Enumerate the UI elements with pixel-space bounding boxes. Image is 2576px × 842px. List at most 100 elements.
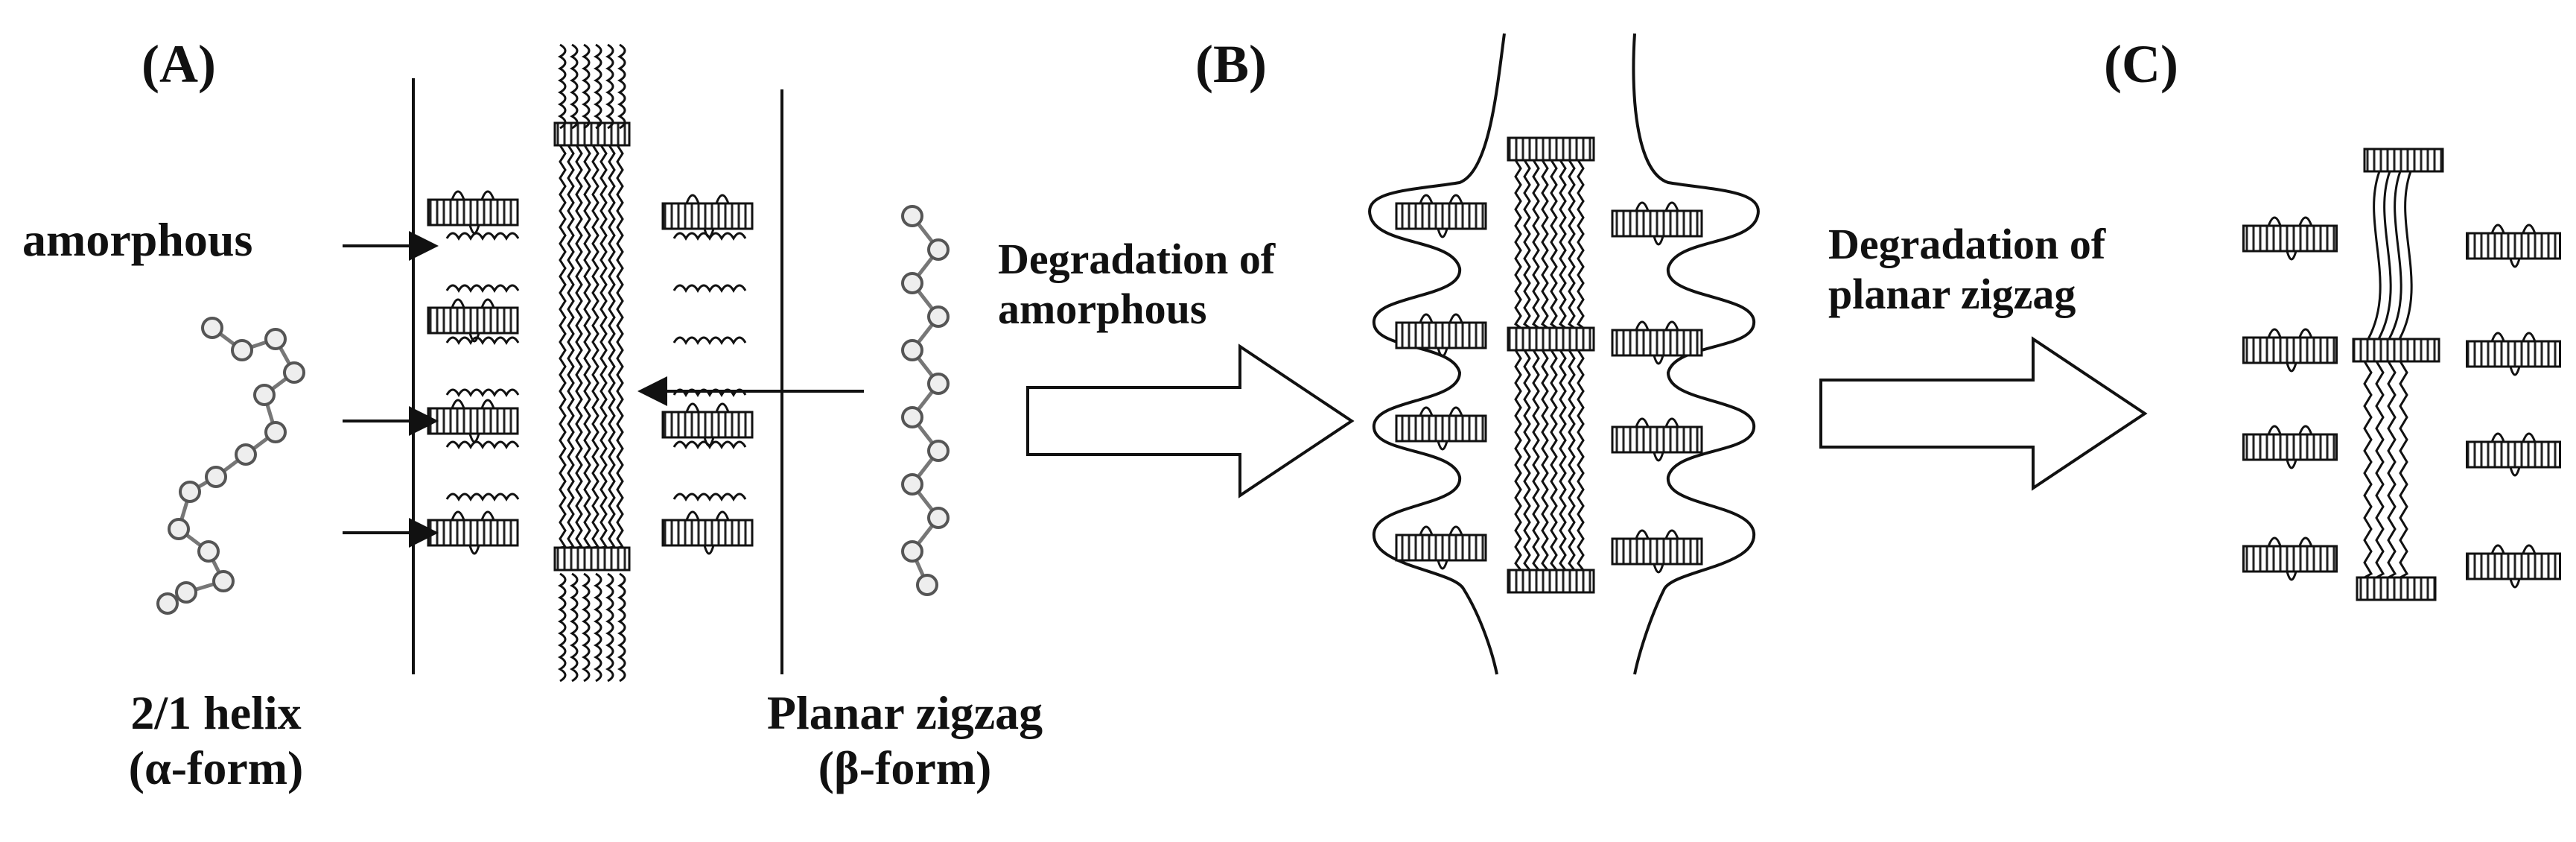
amorphous-tangle [672, 336, 747, 346]
zigzag-chain [1576, 159, 1587, 329]
step1-label-line1: Degradation of [998, 235, 1276, 283]
panel-a-label: (A) [141, 34, 216, 94]
crystal-top-block [553, 121, 631, 147]
amorphous-tangle [445, 493, 520, 502]
crystal-bottom-block [1507, 569, 1595, 594]
step1-label: Degradation of amorphous [998, 235, 1275, 334]
helix-lamella [2242, 425, 2338, 469]
helix-lamella [1395, 406, 1487, 451]
amorphous-tangle [445, 388, 520, 398]
zigzag-chain [2399, 361, 2409, 579]
helix-lamella [1395, 313, 1487, 358]
helix-lamella [427, 298, 519, 343]
amorphous-tangle [672, 232, 747, 241]
helix-lamella [1611, 201, 1703, 246]
zigzag-chain [608, 145, 617, 549]
zigzag-chain [616, 145, 625, 549]
loose-chain-bottom [617, 572, 626, 683]
zigzag-chain [1558, 159, 1569, 329]
amorphous-tangle [445, 336, 520, 346]
helix-label-line2: (α-form) [128, 741, 304, 794]
zigzag-chain [1513, 159, 1524, 329]
panel-c-drawing [2242, 148, 2561, 601]
zigzag-molecule [901, 205, 950, 596]
amorphous-tangle [672, 388, 747, 398]
zigzag-label: Planar zigzag (β-form) [711, 686, 1098, 795]
zigzag-chain [600, 145, 608, 549]
envelope-right [1632, 33, 1760, 675]
panel-b-label: (B) [1195, 34, 1267, 94]
helix-label-line1: 2/1 helix [130, 686, 302, 739]
helix-lamella [2466, 544, 2561, 589]
zigzag-chain [583, 145, 592, 549]
helix-lamella [2242, 216, 2338, 261]
step2-label: Degradation of planar zigzag [1828, 220, 2105, 319]
step2-label-line1: Degradation of [1828, 220, 2106, 268]
helix-lamella [2466, 224, 2561, 268]
crystal-middle-block [2352, 338, 2440, 363]
zigzag-label-line1: Planar zigzag [766, 686, 1043, 739]
helix-lamella [661, 510, 754, 555]
panel-b-drawing [1368, 33, 1760, 675]
zigzag-label-line2: (β-form) [818, 741, 992, 794]
zigzag-chain [1531, 159, 1542, 329]
crystal-bottom-block [553, 546, 631, 572]
degraded-chain [2388, 171, 2402, 340]
zigzag-chain [1559, 349, 1568, 572]
helix-lamella [2242, 328, 2338, 373]
helix-lamella [2242, 536, 2338, 581]
degraded-chain [2398, 171, 2413, 340]
loose-chain-bottom [581, 572, 591, 683]
amorphous-tangle [445, 232, 520, 241]
zigzag-chain [1541, 349, 1551, 572]
loose-chain-top [569, 43, 579, 130]
loose-chain-top [557, 43, 567, 130]
zigzag-chain [1550, 349, 1559, 572]
amorphous-tangle [672, 493, 747, 502]
helix-lamella [1395, 525, 1487, 570]
process-arrows [1026, 336, 2148, 498]
helix-lamella [427, 190, 519, 235]
loose-chain-bottom [557, 572, 567, 683]
loose-chain-top [593, 43, 602, 130]
zigzag-chain [591, 145, 600, 549]
amorphous-tangle [672, 284, 747, 294]
zigzag-chain [2363, 361, 2373, 579]
step1-label-line2: amorphous [998, 284, 1207, 333]
loose-chain-bottom [605, 572, 614, 683]
amorphous-label: amorphous [22, 213, 253, 266]
panel-a-drawing [156, 43, 950, 683]
envelope-left [1368, 33, 1506, 675]
amorphous-tangle [445, 440, 520, 450]
step1-arrow [1026, 344, 1355, 498]
zigzag-chain [1549, 159, 1560, 329]
loose-chain-top [605, 43, 614, 130]
zigzag-chain [575, 145, 584, 549]
zigzag-chain [567, 145, 576, 549]
zigzag-chain [559, 145, 567, 549]
crystal-bottom-block [2356, 576, 2437, 601]
loose-chain-top [581, 43, 591, 130]
panel-c-label: (C) [2104, 34, 2178, 94]
helix-lamella [1611, 529, 1703, 574]
crystal-top-block [2363, 148, 2444, 173]
degraded-chain [2377, 171, 2392, 340]
amorphous-tangle [445, 284, 520, 294]
zigzag-chain [1532, 349, 1542, 572]
zigzag-chain [1540, 159, 1551, 329]
zigzag-chain [1568, 349, 1577, 572]
helix-lamella [2466, 332, 2561, 376]
degraded-chain [2367, 171, 2382, 340]
zigzag-chain [1523, 349, 1533, 572]
crystal-middle-block [1507, 326, 1595, 352]
step2-label-line2: planar zigzag [1828, 269, 2076, 318]
loose-chain-top [617, 43, 626, 130]
helix-lamella [661, 194, 754, 238]
amorphous-tangle [672, 440, 747, 450]
zigzag-chain [1522, 159, 1533, 329]
helix-label: 2/1 helix (α-form) [74, 686, 357, 795]
helix-lamella [1395, 194, 1487, 238]
crystal-top-block [1507, 136, 1595, 162]
